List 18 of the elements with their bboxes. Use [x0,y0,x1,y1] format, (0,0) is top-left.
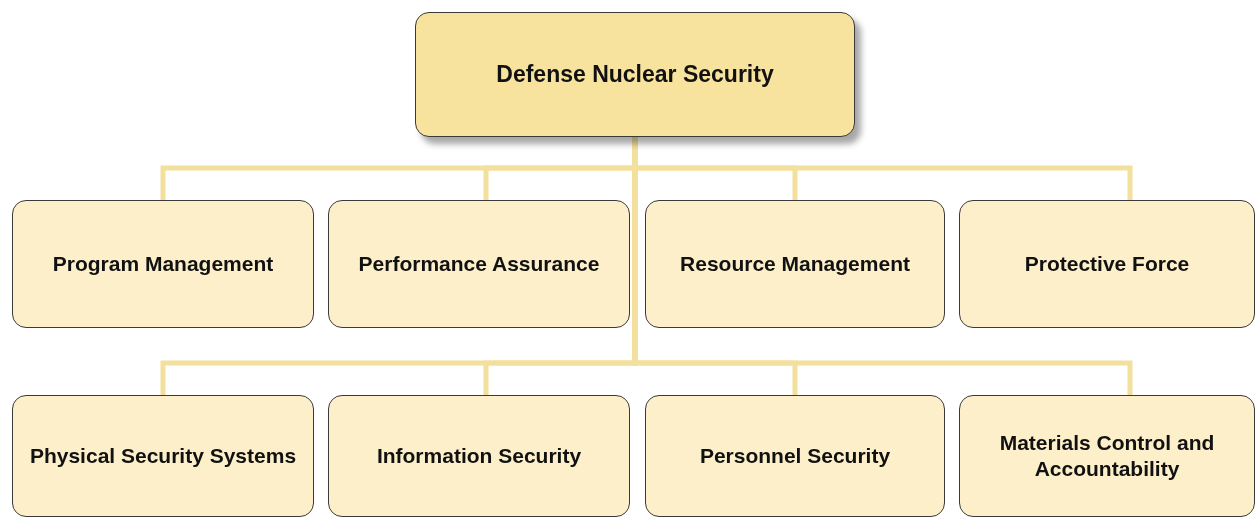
box-label: Performance Assurance [357,250,601,277]
box-label: Program Management [51,250,275,277]
unit-box [645,395,945,517]
unit-box [12,395,314,517]
box-label: Information Security [375,442,583,469]
box-label: Resource Management [679,250,911,277]
box-label: Personnel Security [698,442,892,469]
box-label: Physical Security Systems [28,442,298,469]
box-label: Defense Nuclear Security [495,60,775,89]
box-label: Materials Control and Accountability [998,429,1216,482]
unit-box [645,200,945,328]
root-box [415,12,855,137]
unit-box [959,395,1255,517]
unit-box [328,200,630,328]
box-label: Protective Force [1023,250,1191,277]
unit-box [12,200,314,328]
unit-box [328,395,630,517]
unit-box [959,200,1255,328]
